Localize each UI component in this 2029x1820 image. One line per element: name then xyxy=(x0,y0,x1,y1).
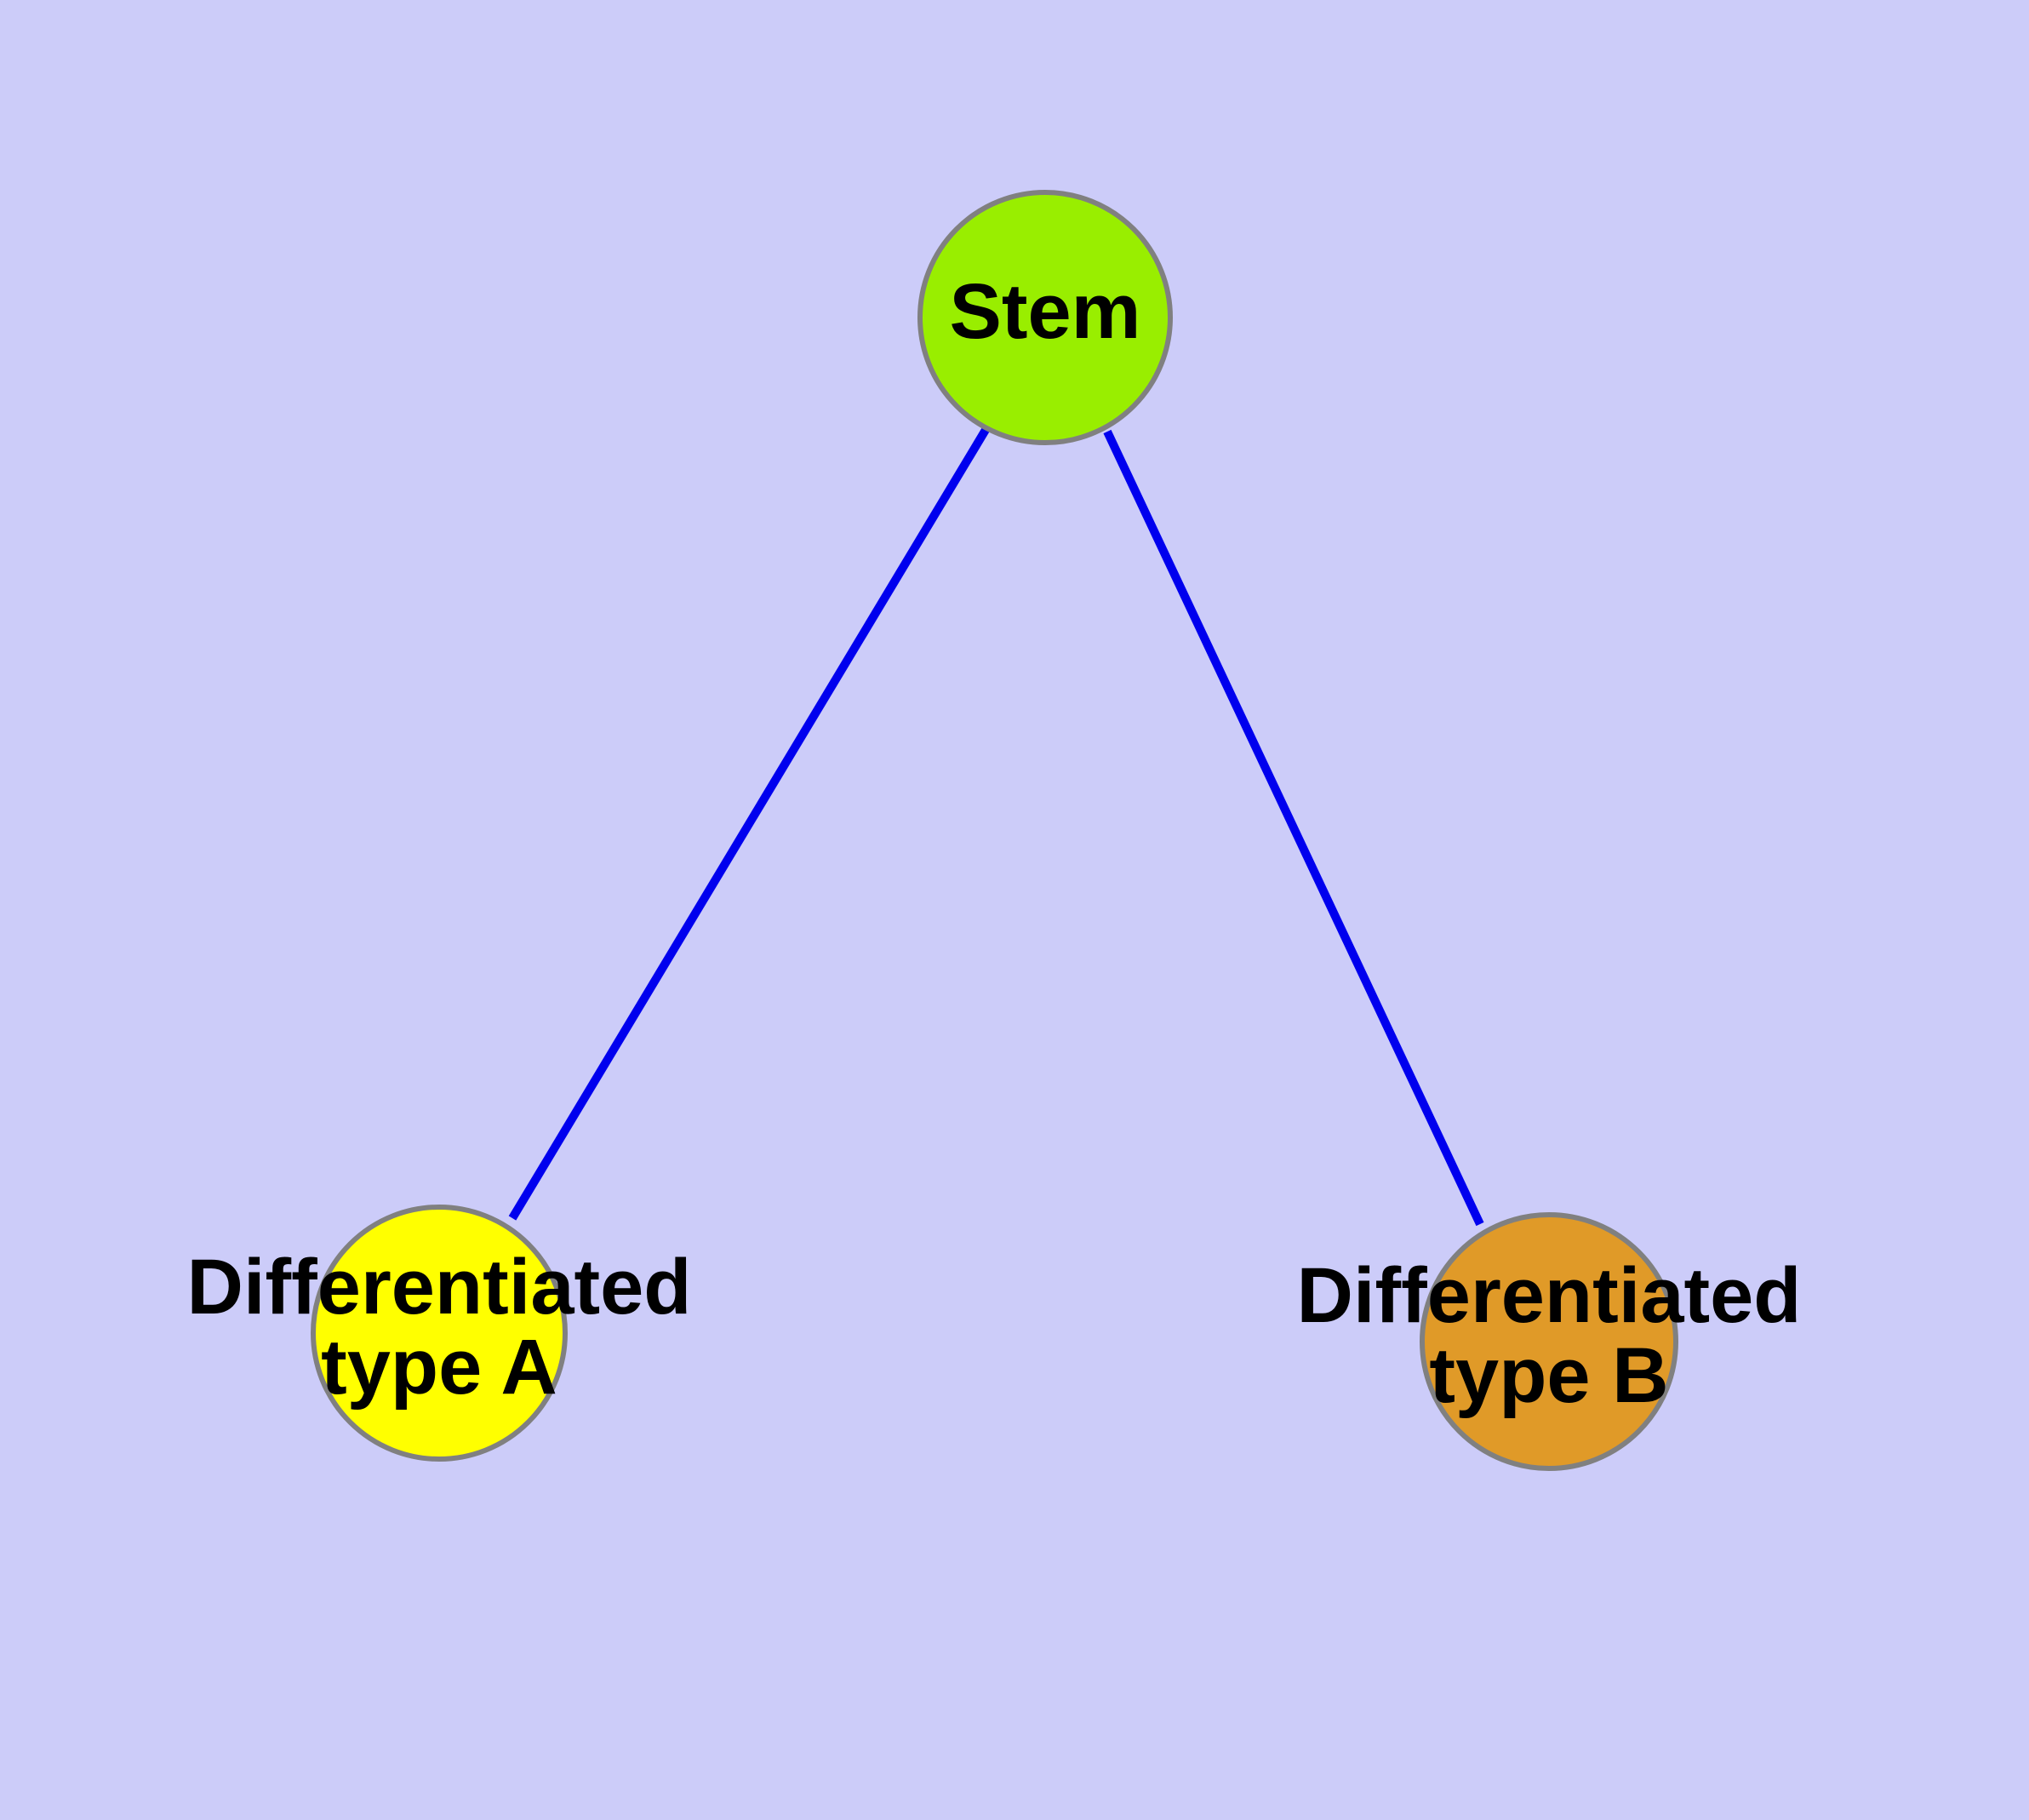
graph-node-stem[interactable]: Stem xyxy=(917,190,1173,445)
node-circle-stem[interactable] xyxy=(917,190,1173,445)
node-label-line: type A xyxy=(321,1324,557,1411)
graph-edge-stem-to-diff-b xyxy=(1103,429,1484,1227)
node-label-stem: Stem xyxy=(950,268,1141,355)
node-label-line: Differentiated xyxy=(187,1244,692,1331)
graph-edge-stem-to-diff-a xyxy=(508,427,990,1221)
node-label-line: Stem xyxy=(950,268,1141,355)
node-circle-diff-b[interactable] xyxy=(1420,1212,1678,1471)
node-circle-diff-a[interactable] xyxy=(311,1205,568,1462)
edge-layer xyxy=(508,427,1484,1227)
node-label-line: Differentiated xyxy=(1297,1252,1802,1339)
node-label-line: type B xyxy=(1429,1332,1668,1419)
